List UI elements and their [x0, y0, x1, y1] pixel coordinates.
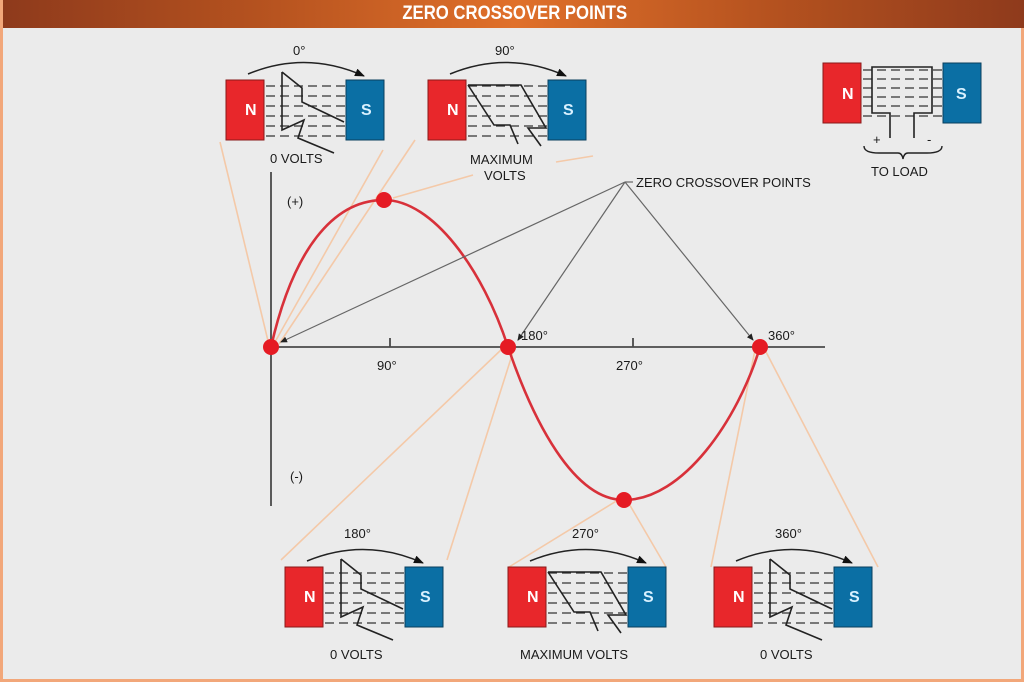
zero-crossover-callout: ZERO CROSSOVER POINTS [636, 175, 811, 190]
tick-label-90: 90° [377, 358, 397, 373]
north-pole-label: N [447, 102, 459, 119]
tick-label-270: 270° [616, 358, 643, 373]
diagram-title: ZERO CROSSOVER POINTS [402, 3, 628, 24]
generator-caption-line1: MAXIMUM [470, 152, 533, 167]
point-270 [616, 492, 632, 508]
north-pole-label: N [733, 589, 745, 606]
south-pole-label: S [849, 589, 860, 606]
point-180 [500, 339, 516, 355]
generator-angle: 360° [775, 526, 802, 541]
generator-angle: 90° [495, 43, 515, 58]
generator-0deg: 0° N S 0 VOLTS [226, 43, 384, 166]
point-0 [263, 339, 279, 355]
point-360 [752, 339, 768, 355]
generator-270deg: 270° N S MAXIMUM VOLTS [508, 526, 666, 662]
generator-caption: 0 VOLTS [760, 647, 813, 662]
negative-label: (-) [290, 469, 303, 484]
generator-caption-line2: VOLTS [484, 168, 526, 183]
south-pole-label: S [420, 589, 431, 606]
plus-terminal-label: + [873, 132, 881, 147]
callout-lines [280, 181, 754, 343]
generator-caption: 0 VOLTS [330, 647, 383, 662]
wave-points [263, 192, 768, 508]
generator-90deg: 90° N S MAXIMUM VOLTS [428, 43, 586, 183]
generator-angle: 0° [293, 43, 305, 58]
minus-terminal-label: - [927, 132, 931, 147]
south-pole-label: S [643, 589, 654, 606]
tick-label-180: 180° [521, 328, 548, 343]
south-pole-label: S [956, 86, 967, 103]
sine-wave-diagram: (+) (-) 90° 180° 270° 360° ZERO CROSSOVE… [219, 43, 982, 662]
north-pole-label: N [304, 589, 316, 606]
north-pole-label: N [245, 102, 257, 119]
generator-360deg: 360° N S 0 VOLTS [714, 526, 872, 662]
to-load-caption: TO LOAD [871, 164, 928, 179]
tick-label-360: 360° [768, 328, 795, 343]
generator-caption: MAXIMUM VOLTS [520, 647, 628, 662]
point-90 [376, 192, 392, 208]
positive-label: (+) [287, 194, 303, 209]
leader-lines [219, 139, 879, 568]
south-pole-label: S [361, 102, 372, 119]
generator-caption: 0 VOLTS [270, 151, 323, 166]
load-diagram: N S + - TO LOAD [822, 62, 982, 179]
title-bar: ZERO CROSSOVER POINTS [3, 0, 1024, 28]
north-pole-label: N [842, 86, 854, 103]
generator-180deg: 180° N S 0 VOLTS [285, 526, 443, 662]
generator-angle: 180° [344, 526, 371, 541]
north-pole-label: N [527, 589, 539, 606]
generator-angle: 270° [572, 526, 599, 541]
south-pole-label: S [563, 102, 574, 119]
graph-axes [270, 172, 825, 506]
